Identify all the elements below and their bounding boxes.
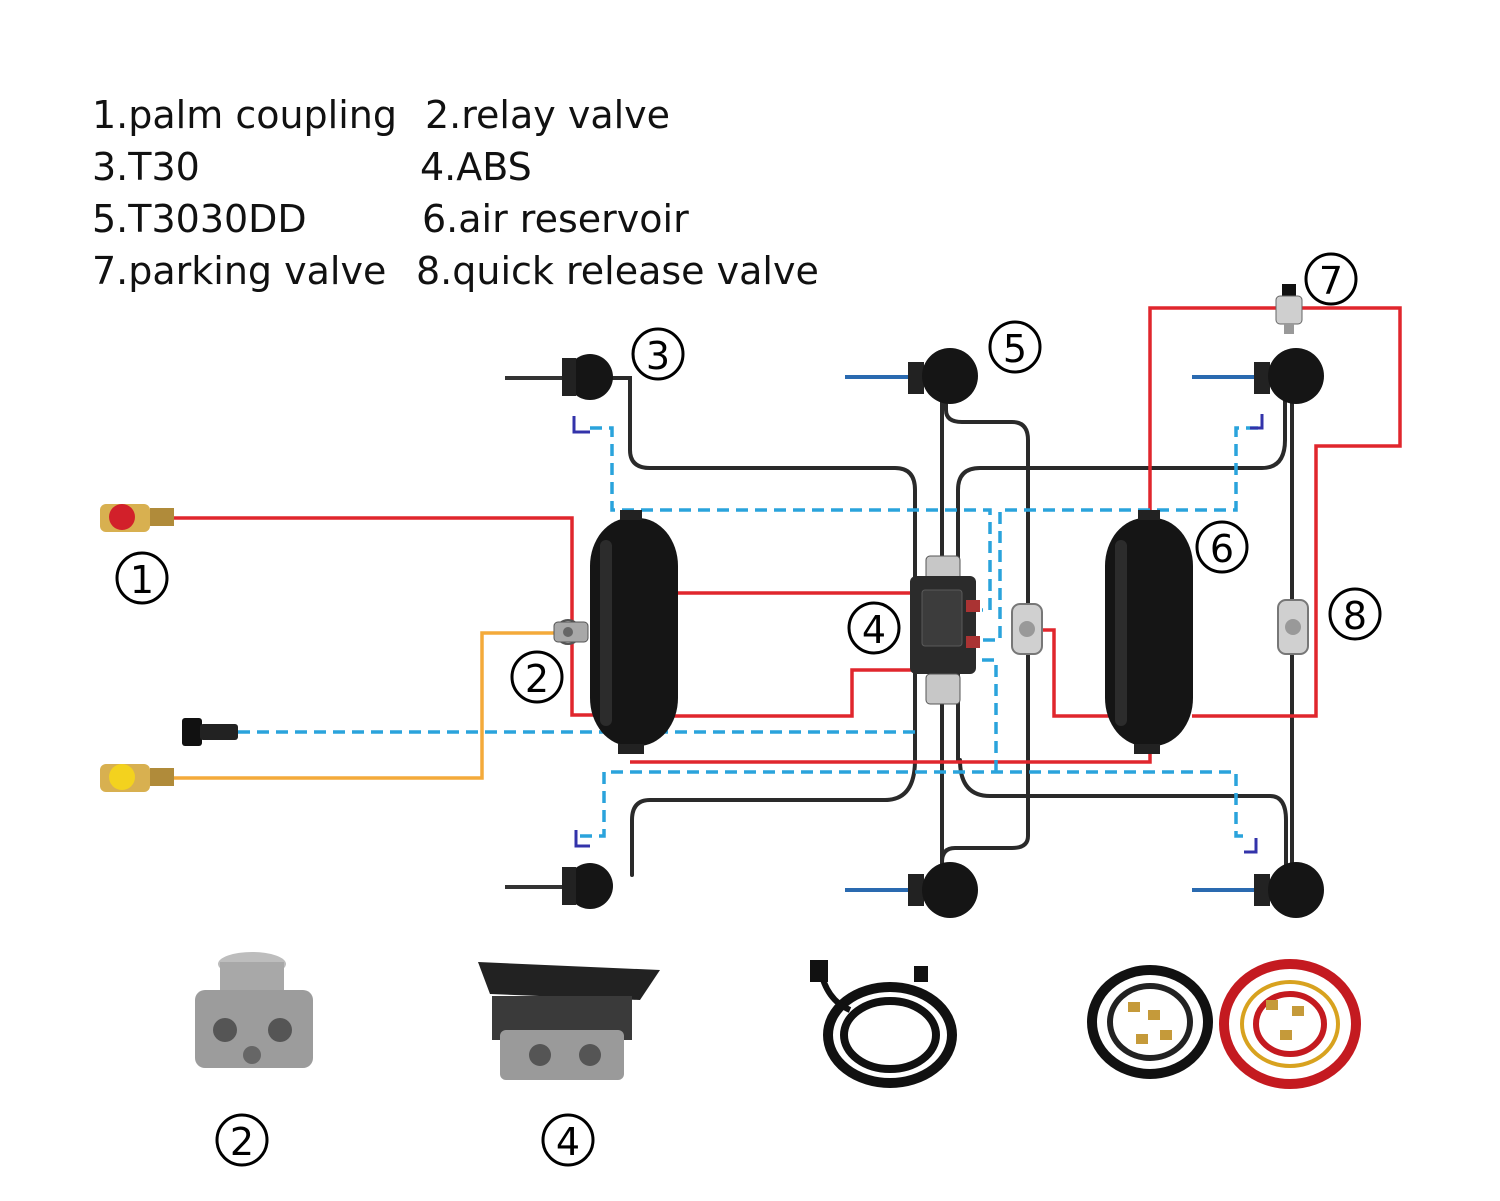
legend-item-6: 6.air reservoir	[422, 197, 689, 241]
legend-item-5: 5.T3030DD	[92, 197, 307, 241]
marker-photo-4: 4	[541, 1113, 595, 1167]
relay-valve	[553, 619, 589, 645]
legend-item-1: 1.palm coupling	[92, 93, 397, 137]
svg-text:3: 3	[646, 334, 670, 378]
legend-item-2: 2.relay valve	[425, 93, 670, 137]
brake-chamber-t30-bottom	[505, 863, 613, 909]
photo-abs-cable	[810, 960, 957, 1088]
legend-item-8: 8.quick release valve	[416, 249, 819, 293]
abs-connector	[182, 718, 238, 746]
legend-item-3: 3.T30	[92, 145, 200, 189]
quick-release-valve-right	[1277, 599, 1309, 655]
brake-chamber-t3030dd-top-right	[1192, 348, 1324, 404]
marker-3: 3	[631, 327, 685, 381]
parking-valve	[1275, 284, 1303, 334]
palm-coupling-red	[100, 504, 174, 532]
legend-item-7: 7.parking valve	[92, 249, 386, 293]
marker-photo-2: 2	[215, 1113, 269, 1167]
svg-text:8: 8	[1343, 594, 1367, 638]
svg-text:6: 6	[1210, 527, 1234, 571]
marker-1: 1	[115, 551, 169, 605]
svg-text:2: 2	[230, 1120, 254, 1164]
air-reservoir-left	[590, 510, 678, 754]
blue-signal-lines	[238, 426, 1258, 838]
photo-relay-valve	[195, 952, 313, 1068]
air-reservoir-right	[1105, 510, 1193, 754]
marker-6: 6	[1195, 520, 1249, 574]
marker-4: 4	[847, 601, 901, 655]
brake-chamber-t3030dd-top-middle	[845, 348, 978, 404]
yellow-control-line	[172, 631, 556, 780]
svg-text:1: 1	[130, 558, 154, 602]
marker-7: 7	[1304, 252, 1358, 306]
legend-item-4: 4.ABS	[420, 145, 532, 189]
svg-text:4: 4	[556, 1120, 580, 1164]
marker-8: 8	[1328, 587, 1382, 641]
marker-2: 2	[510, 650, 564, 704]
abs-modulator	[910, 555, 980, 705]
svg-text:4: 4	[862, 608, 886, 652]
svg-text:7: 7	[1319, 259, 1343, 303]
photo-abs-unit	[478, 962, 660, 1080]
abs-sensor-elbows	[572, 414, 1264, 854]
legend: 1.palm coupling 2.relay valve 3.T30 4.AB…	[92, 93, 819, 293]
brake-chamber-t3030dd-bottom-right	[1192, 862, 1324, 918]
brake-chamber-t3030dd-bottom-middle	[845, 862, 978, 918]
brake-chamber-t30-top	[505, 354, 613, 400]
marker-5: 5	[988, 320, 1042, 374]
photo-hose-kits	[1087, 959, 1361, 1089]
quick-release-valve-left	[1011, 603, 1043, 655]
svg-text:5: 5	[1003, 327, 1027, 371]
svg-text:2: 2	[525, 657, 549, 701]
palm-coupling-yellow	[100, 764, 174, 792]
